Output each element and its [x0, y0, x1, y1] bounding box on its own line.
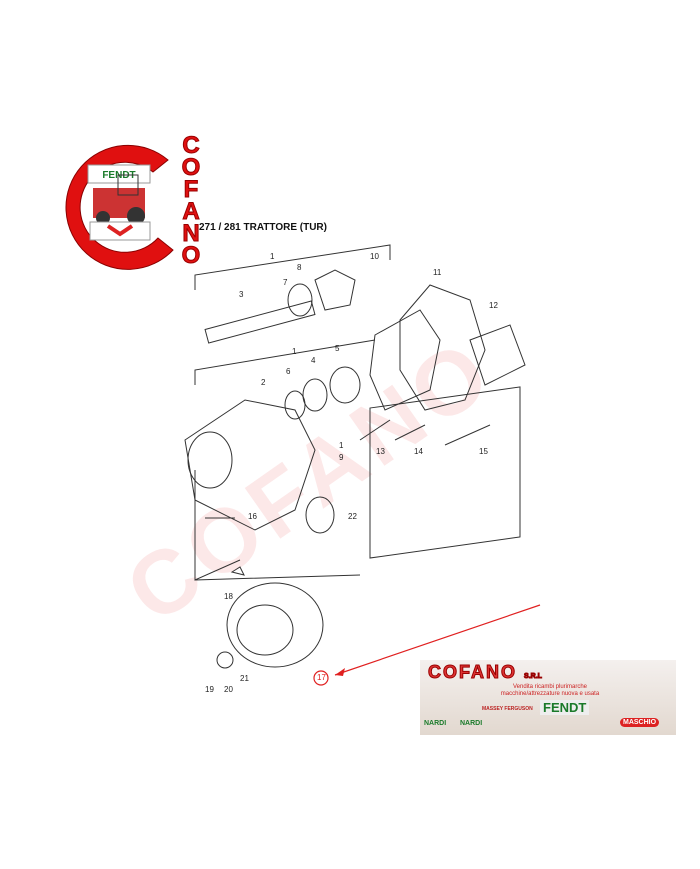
- part-label: 13: [376, 447, 385, 456]
- cofano-banner: COFANO S.R.L Vendita ricambi plurimarche…: [420, 660, 676, 735]
- brand-maschio: MASCHIO: [620, 718, 660, 727]
- banner-line2: macchine/attrezzature nuova e usata: [500, 691, 600, 697]
- bracket-lower: [194, 470, 361, 581]
- part-label: 16: [248, 512, 257, 521]
- part-label: 3: [239, 290, 244, 299]
- banner-name-text: COFANO: [427, 662, 518, 683]
- kit-22-box: [369, 386, 521, 559]
- part-label: 7: [283, 278, 288, 287]
- banner-name: COFANO S.R.L: [427, 662, 543, 683]
- pulley-17: [226, 582, 324, 668]
- body-2: [184, 399, 316, 531]
- bearing-4: [302, 378, 328, 412]
- diagram-title: 271 / 281 TRATTORE (TUR): [199, 222, 327, 233]
- arrow-line: [334, 604, 541, 676]
- part-label: 10: [370, 252, 379, 261]
- part-label-highlighted: 17: [317, 673, 326, 682]
- part-label: 22: [348, 512, 357, 521]
- part-label: 1: [292, 347, 297, 356]
- gasket-10: [369, 309, 441, 411]
- part-label: 14: [414, 447, 423, 456]
- banner-line1: Vendita ricambi plurimarche: [512, 684, 588, 690]
- part-label: 21: [240, 674, 249, 683]
- part-label: 18: [224, 592, 233, 601]
- brand-nardi: NARDI: [424, 720, 447, 727]
- bracket-1: [194, 244, 391, 290]
- shaft-3: [204, 300, 316, 344]
- bolt-13: [359, 419, 391, 441]
- part-label: 12: [489, 301, 498, 310]
- gasket-12: [469, 324, 526, 386]
- part-label: 6: [286, 367, 291, 376]
- part-label: 4: [311, 356, 316, 365]
- banner-suffix: S.R.L: [524, 673, 543, 681]
- circlip-6: [284, 390, 306, 420]
- bolt-14: [394, 424, 426, 441]
- part-label: 1: [270, 252, 275, 261]
- part-label: 19: [205, 685, 214, 694]
- part-label: 11: [433, 268, 442, 277]
- part-label: 20: [224, 685, 233, 694]
- key-18: [230, 566, 245, 576]
- part-label: 2: [261, 378, 266, 387]
- seal-7: [287, 283, 313, 317]
- brand-nardi-2: NARDI: [460, 720, 483, 727]
- arrow-head: [335, 668, 345, 676]
- brand-massey: MASSEY FERGUSON: [482, 706, 533, 712]
- part-label: 1: [339, 441, 344, 450]
- part-label: 8: [297, 263, 302, 272]
- cofano-logo: FENDT: [48, 130, 208, 280]
- part-label: 5: [335, 344, 340, 353]
- highlight-circle-17: [313, 670, 329, 686]
- housing-11: [399, 284, 486, 411]
- impeller-8: [314, 269, 356, 311]
- bolt-15: [444, 424, 491, 446]
- part-label: 9: [339, 453, 344, 462]
- bearing-5: [329, 366, 361, 404]
- brand-fendt: FENDT: [540, 700, 590, 715]
- nut-20: [216, 651, 234, 669]
- part-label: 15: [479, 447, 488, 456]
- bracket-1b: [194, 339, 376, 385]
